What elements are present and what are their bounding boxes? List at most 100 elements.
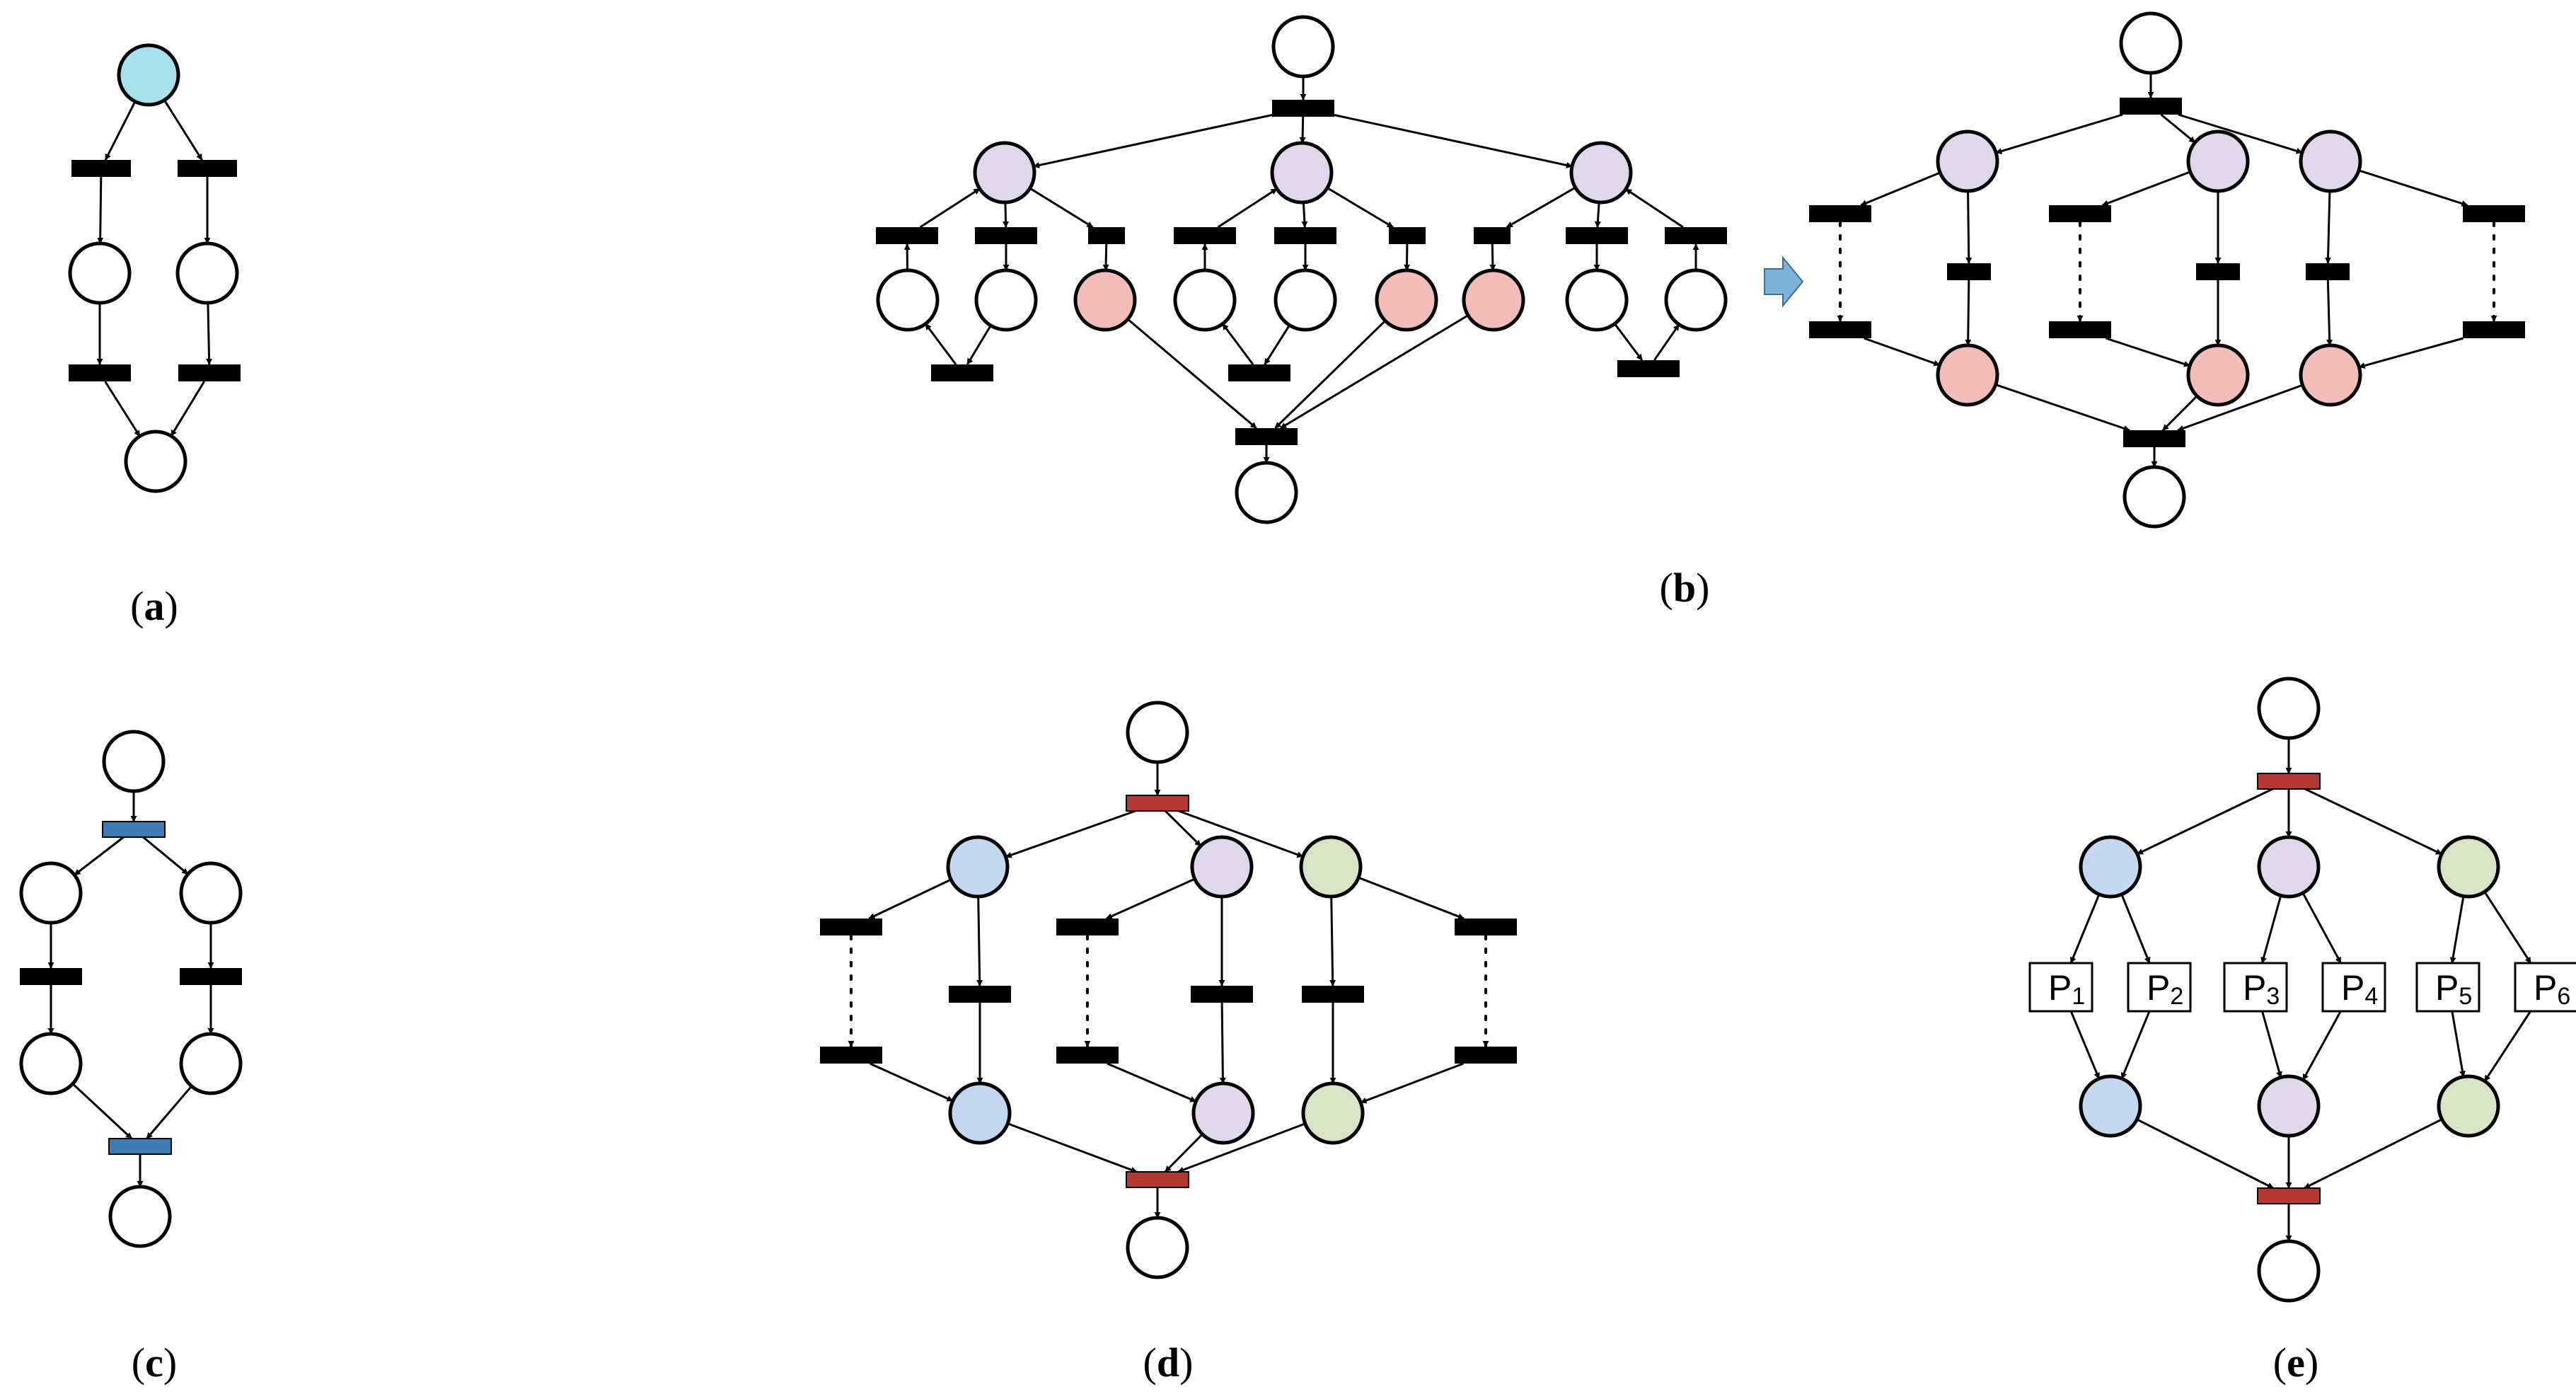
arc-b2-L3-b2-a5 xyxy=(2358,169,2468,207)
caption-c: (c) xyxy=(132,1340,177,1386)
arc-c-p4-c-t3 xyxy=(146,1085,192,1139)
arc-a-t4-a-e xyxy=(170,381,205,437)
place-b2-L2 xyxy=(2186,129,2250,193)
place-e-e xyxy=(2257,1239,2321,1303)
transition-b-u9 xyxy=(1665,227,1727,244)
transition-b2-t0 xyxy=(2120,98,2182,115)
place-e-B1 xyxy=(2079,835,2142,899)
arc-e-B1-e-P1 xyxy=(2069,894,2101,964)
transition-b2-a6 xyxy=(2463,321,2525,338)
transition-b-u3 xyxy=(1088,227,1125,244)
arc-d-B1-d-a1 xyxy=(868,878,952,920)
place-b2-s xyxy=(2119,11,2183,75)
place-e-G2 xyxy=(2437,1074,2500,1138)
place-b-r2 xyxy=(1375,268,1438,332)
transition-d-m1 xyxy=(949,986,1011,1003)
arc-b2-L1-b2-m1 xyxy=(1965,190,1973,264)
transition-b-t0 xyxy=(1272,100,1334,117)
arc-b-L2-b-u6 xyxy=(1327,187,1394,229)
transition-b-v2 xyxy=(1228,364,1290,381)
arc-e-P1-e-B2 xyxy=(2069,1011,2101,1080)
process-box-e-P3 xyxy=(2223,962,2288,1013)
arc-b-r3-b-tf xyxy=(1280,314,1469,430)
arc-b-u1-b-L1 xyxy=(919,188,981,229)
place-c-s xyxy=(102,730,166,793)
transition-b2-a4 xyxy=(2049,321,2111,338)
place-d-G1 xyxy=(1299,835,1363,899)
arc-a-p2-a-t4 xyxy=(206,302,213,365)
arc-e-G1-e-P6 xyxy=(2483,891,2532,964)
transition-b2-tf xyxy=(2123,430,2185,447)
process-box-e-P1 xyxy=(2028,962,2093,1013)
transition-b-u5 xyxy=(1274,227,1336,244)
arc-b-t0-b-L1 xyxy=(1033,114,1273,168)
nodes xyxy=(19,11,2576,1303)
place-d-B1 xyxy=(946,835,1010,899)
arc-b-w2-b-v1 xyxy=(966,325,992,365)
arc-b2-m3-b2-R3 xyxy=(2326,280,2333,346)
arc-b-u9-b-L3 xyxy=(1625,188,1684,229)
transition-c-t2 xyxy=(180,968,242,985)
transition-b2-m3 xyxy=(2306,263,2350,280)
arc-d-m2-d-L2 xyxy=(1219,1002,1226,1084)
place-e-B2 xyxy=(2079,1074,2142,1138)
transition-d-a2 xyxy=(820,1047,882,1064)
arc-a-s-a-t2 xyxy=(163,99,203,161)
place-b-r3 xyxy=(1462,268,1525,332)
arc-e-G1-e-P5 xyxy=(2449,896,2465,964)
arc-b-t0-b-L3 xyxy=(1334,114,1573,168)
transition-a-t1 xyxy=(71,160,131,177)
arc-d-t0-d-B1 xyxy=(1005,810,1136,858)
transition-a-t2 xyxy=(178,160,237,177)
arc-d-B1-d-m1 xyxy=(976,896,983,986)
place-d-e xyxy=(1126,1216,1189,1279)
place-c-p3 xyxy=(19,1032,83,1095)
transition-b-u4 xyxy=(1174,227,1236,244)
transition-d-a4 xyxy=(1056,1047,1119,1064)
arc-b-L3-b-u8 xyxy=(1594,202,1601,228)
arc-b2-a4-b2-R2 xyxy=(2106,337,2190,367)
transition-a-t3 xyxy=(69,364,131,381)
place-c-p4 xyxy=(179,1032,243,1095)
place-e-s xyxy=(2257,677,2321,740)
arc-a-t3-a-e xyxy=(104,381,141,437)
transition-b-u8 xyxy=(1566,227,1628,244)
transition-c-t3 xyxy=(108,1138,172,1155)
arc-b2-R2-b2-tf xyxy=(2161,395,2198,432)
process-label-2: P2 xyxy=(2147,968,2183,1010)
arc-b-L1-b-u3 xyxy=(1029,187,1094,229)
place-e-L2 xyxy=(2257,1074,2321,1138)
arc-b2-a2-b2-R1 xyxy=(1864,337,1941,367)
transition-b-tf xyxy=(1235,428,1298,445)
arc-e-L1-e-P4 xyxy=(2301,892,2342,964)
place-b2-R1 xyxy=(1936,343,1999,407)
arc-b-r2-b-tf xyxy=(1274,320,1386,430)
place-d-G2 xyxy=(1301,1081,1365,1145)
caption-b: (b) xyxy=(1660,565,1710,611)
place-d-L1 xyxy=(1190,835,1254,899)
place-e-G1 xyxy=(2437,835,2500,899)
arc-b-r1-b-tf xyxy=(1127,318,1257,430)
transition-b-u2 xyxy=(975,227,1037,244)
process-box-e-P5 xyxy=(2415,962,2480,1013)
transition-b2-m1 xyxy=(1947,263,1991,280)
place-a-p2 xyxy=(175,241,239,305)
process-label-3: P3 xyxy=(2243,968,2280,1010)
transition-b2-a2 xyxy=(1809,321,1871,338)
transition-a-t4 xyxy=(178,364,241,381)
caption-e: (e) xyxy=(2273,1340,2318,1386)
process-label-6: P6 xyxy=(2534,968,2570,1010)
place-d-s xyxy=(1126,701,1189,764)
caption-d: (d) xyxy=(1143,1340,1194,1386)
place-b-w1 xyxy=(876,268,940,332)
transition-d-a6 xyxy=(1455,1047,1517,1064)
transition-b2-a3 xyxy=(2049,205,2111,222)
arc-b2-m1-b2-R1 xyxy=(1965,280,1972,346)
transition-d-t0 xyxy=(1126,795,1189,812)
arc-b2-R1-b2-tf xyxy=(1995,384,2130,432)
place-b2-L3 xyxy=(2299,129,2362,193)
arc-b-u7-b-r3 xyxy=(1489,243,1496,271)
arc-b-v3-b-w6 xyxy=(1653,323,1680,361)
arc-e-L1-e-P3 xyxy=(2260,895,2282,964)
